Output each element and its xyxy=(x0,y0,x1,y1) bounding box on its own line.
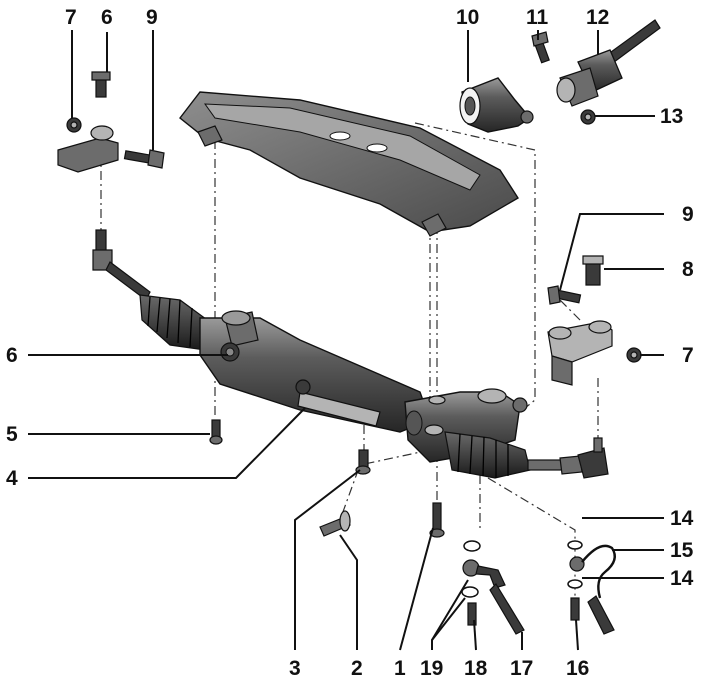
callout-15: 15 xyxy=(670,539,694,562)
callout-9-right: 9 xyxy=(682,203,694,226)
callout-9-top: 9 xyxy=(146,6,158,29)
mounting-bolts xyxy=(209,419,445,538)
callout-16: 16 xyxy=(566,657,589,680)
steering-column-coupling xyxy=(459,19,661,133)
callout-7-top: 7 xyxy=(65,6,77,29)
steering-rack-housing xyxy=(92,229,609,479)
callout-14-upper: 14 xyxy=(670,507,694,530)
tie-rod-end-right-assembly xyxy=(547,255,642,386)
callout-8: 8 xyxy=(682,258,694,281)
callout-6-mid: 6 xyxy=(6,344,18,367)
callout-14-lower: 14 xyxy=(670,567,694,590)
callout-17: 17 xyxy=(510,657,533,680)
callout-leader-lines xyxy=(28,30,664,651)
callout-3: 3 xyxy=(289,657,301,680)
callout-10: 10 xyxy=(456,6,479,29)
callout-12: 12 xyxy=(586,6,609,29)
callout-1: 1 xyxy=(394,657,406,680)
tie-rod-end-left-assembly xyxy=(57,71,165,173)
callout-2: 2 xyxy=(351,657,363,680)
callout-7-right: 7 xyxy=(682,344,694,367)
callout-numbers: 7 6 9 10 11 12 13 9 8 7 6 5 4 14 15 14 3… xyxy=(6,6,694,680)
callout-4: 4 xyxy=(6,467,18,490)
callout-19: 19 xyxy=(420,657,443,680)
callout-18: 18 xyxy=(464,657,488,680)
callout-11: 11 xyxy=(526,6,549,29)
protective-plate xyxy=(179,91,519,237)
callout-5: 5 xyxy=(6,423,18,446)
callout-13: 13 xyxy=(660,105,683,128)
callout-6-top: 6 xyxy=(101,6,113,29)
pressure-line-fittings xyxy=(461,540,616,635)
